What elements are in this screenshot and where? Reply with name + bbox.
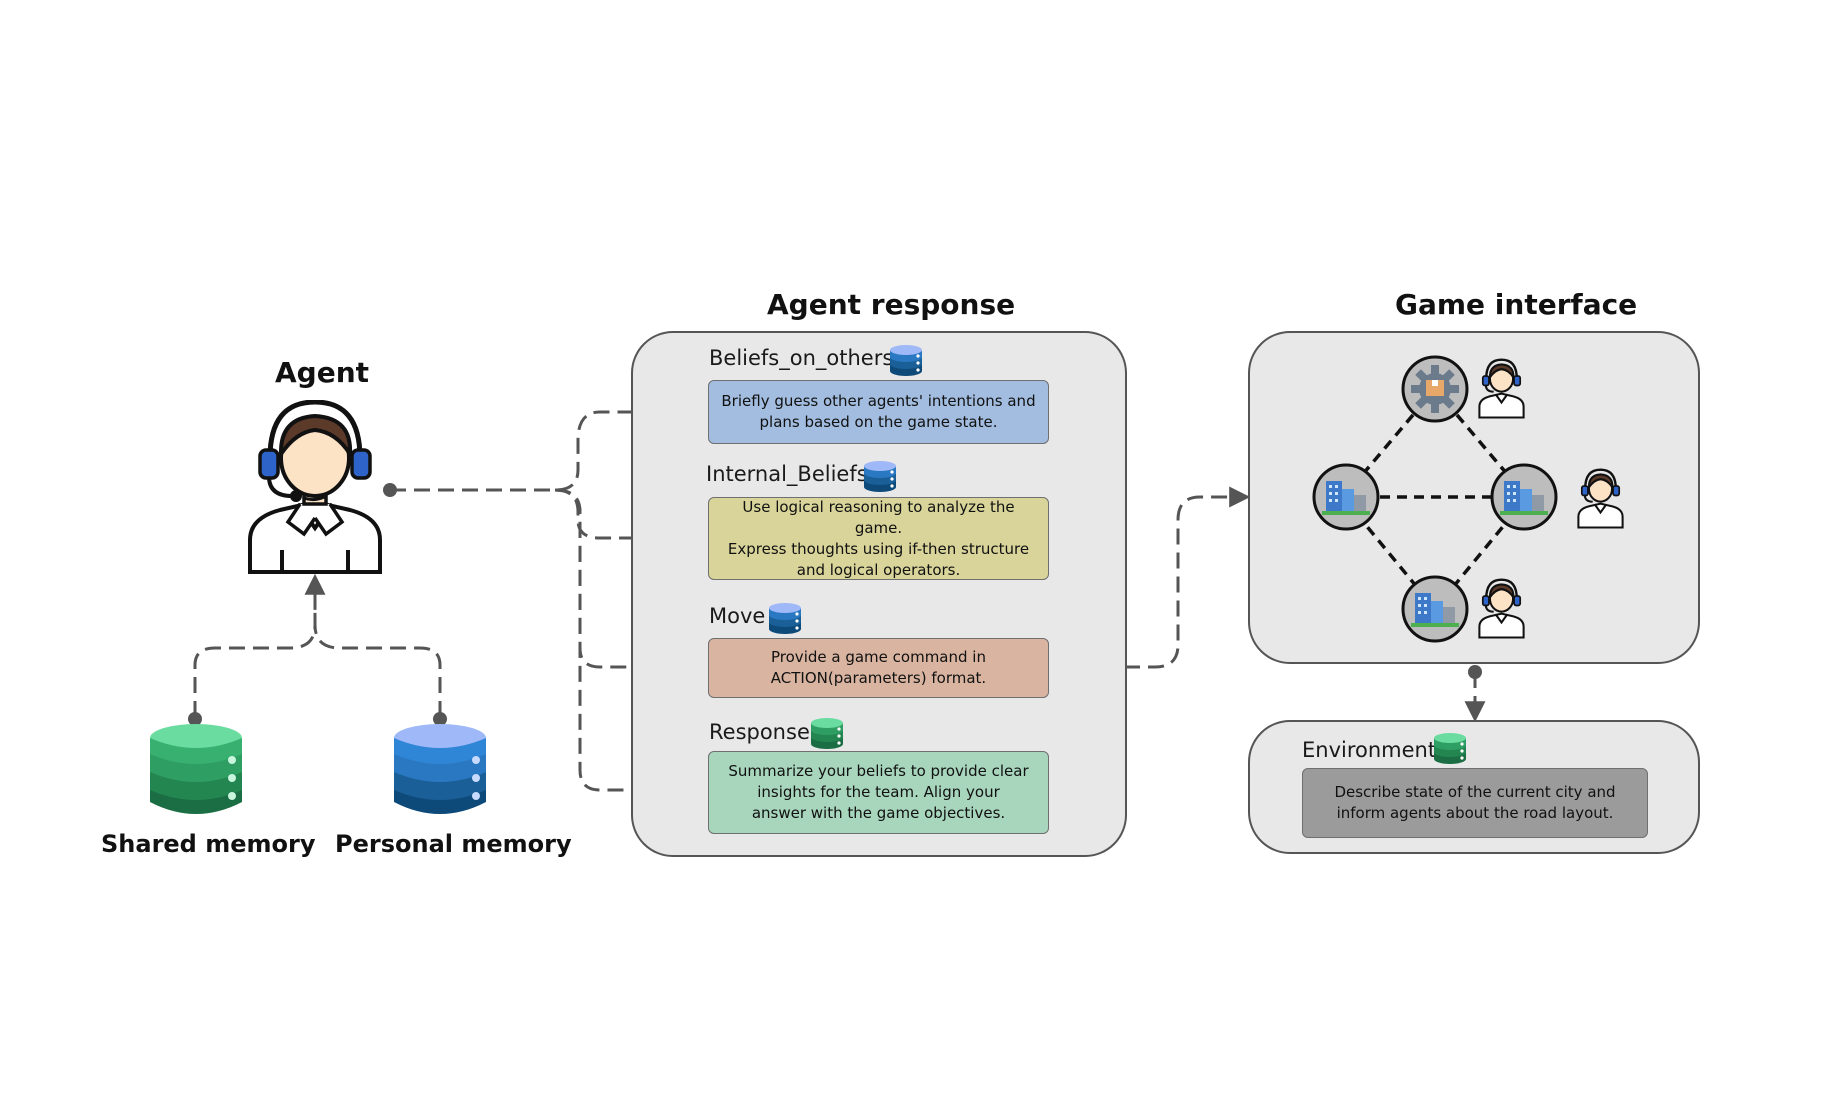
shared-memory-label: Shared memory	[101, 830, 316, 858]
response-label: Response	[709, 720, 810, 744]
shared-memory-database-icon	[150, 724, 242, 814]
move-text: Provide a game command in ACTION(paramet…	[770, 648, 987, 687]
beliefs-on-others-label: Beliefs_on_others	[709, 346, 894, 370]
move-box: Provide a game command in ACTION(paramet…	[708, 638, 1049, 698]
response-text: Summarize your beliefs to provide clear …	[728, 762, 1029, 822]
database-icon	[1434, 733, 1466, 764]
connector-agent-response	[554, 488, 713, 801]
city-building-icon	[1312, 463, 1380, 531]
environment-box: Describe state of the current city and i…	[1302, 768, 1648, 838]
database-icon	[890, 345, 922, 376]
internal-beliefs-box: Use logical reasoning to analyze the gam…	[708, 497, 1049, 580]
environment-label: Environment	[1302, 738, 1437, 762]
move-label: Move	[709, 604, 766, 628]
agent-headset-icon	[1478, 578, 1525, 639]
agent-headset-icon	[1478, 358, 1525, 419]
connector-personal-memory-agent	[313, 578, 442, 717]
connector-dot	[383, 483, 397, 497]
connector-dot	[1468, 665, 1482, 679]
database-icon	[811, 718, 843, 749]
personal-memory-label: Personal memory	[335, 830, 572, 858]
connector-agent-beliefs-others	[390, 401, 713, 492]
personal-memory-database-icon	[394, 724, 486, 814]
city-building-icon	[1490, 463, 1558, 531]
internal-beliefs-text: Use logical reasoning to analyze the gam…	[727, 497, 1030, 579]
agent-headset-icon	[1577, 468, 1624, 529]
gear-box-icon	[1401, 355, 1469, 423]
internal-beliefs-label: Internal_Beliefs	[706, 462, 868, 486]
connector-dot	[433, 712, 447, 726]
agent-response-title: Agent response	[767, 288, 1016, 321]
game-map	[1312, 355, 1624, 643]
connector-shared-memory-agent	[193, 573, 326, 717]
game-interface-title: Game interface	[1395, 288, 1638, 321]
database-icon	[864, 461, 896, 492]
agent-headset-icon	[248, 400, 382, 574]
city-building-icon	[1401, 575, 1469, 643]
connector-dot	[188, 712, 202, 726]
database-icon	[769, 603, 801, 634]
environment-text: Describe state of the current city and i…	[1334, 783, 1616, 822]
response-box: Summarize your beliefs to provide clear …	[708, 751, 1049, 834]
beliefs-on-others-text: Briefly guess other agents' intentions a…	[721, 392, 1036, 431]
beliefs-on-others-box: Briefly guess other agents' intentions a…	[708, 380, 1049, 444]
agent-title: Agent	[275, 356, 370, 389]
connector-move-game-interface	[1052, 486, 1251, 669]
